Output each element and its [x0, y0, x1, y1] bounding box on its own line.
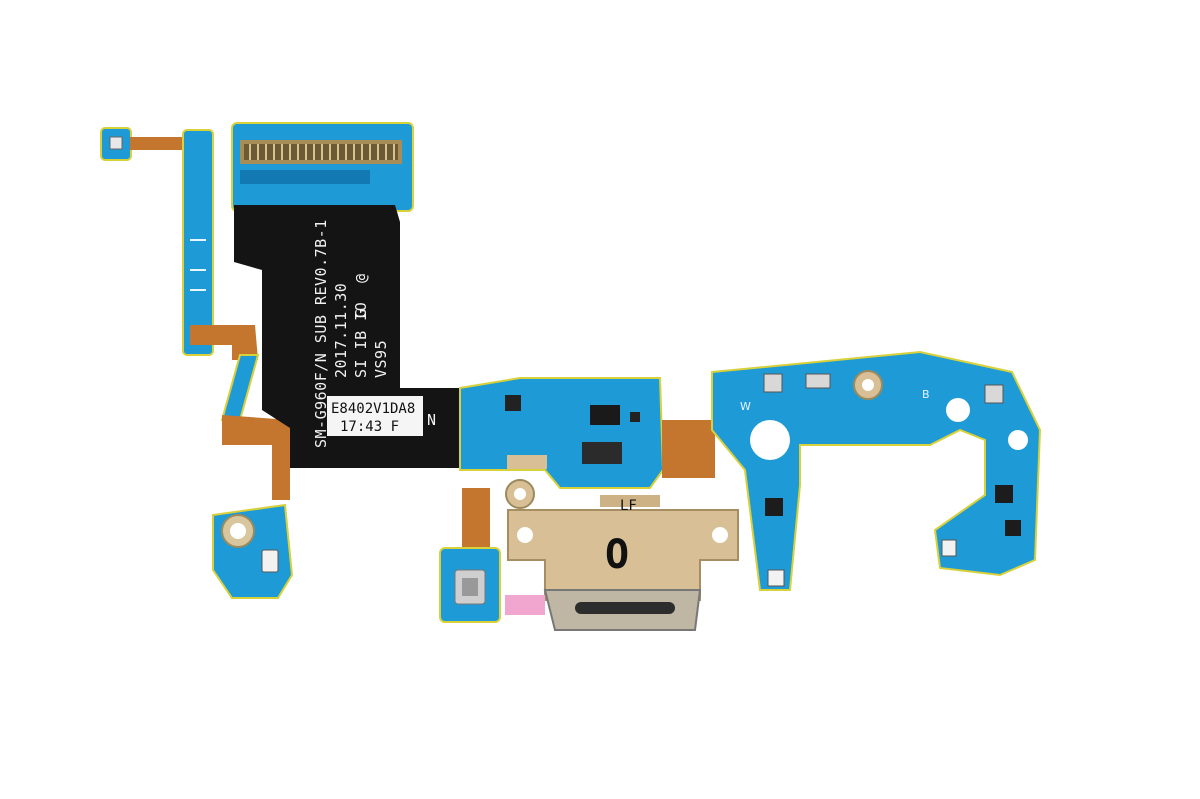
silkscreen-line3: SI IB IO: [352, 302, 370, 378]
microphone-pad: [439, 547, 501, 623]
connector-stamp: O: [605, 532, 629, 578]
sticker-line2: 17:43 F: [340, 419, 399, 435]
usb-c-connector: LF O: [507, 495, 739, 631]
silkscreen-line4: VS95: [372, 340, 390, 378]
serial-sticker: E8402V1DA8 17:43 F N: [327, 396, 437, 436]
right-antenna-board: W B: [711, 350, 1042, 591]
top-connector-board: [231, 122, 414, 212]
pink-tape: [505, 595, 545, 615]
silkscreen-line2: 2017.11.30: [332, 283, 350, 378]
copper-flex-right: [662, 420, 715, 478]
pcb-mark-b: B: [922, 388, 930, 401]
connector-small-mark: LF: [620, 498, 637, 514]
center-pcb: [459, 377, 665, 509]
silkscreen-line1: SM-G960F/N SUB REV0.7B-1: [312, 219, 330, 448]
copper-flex-mic: [462, 488, 490, 548]
silkscreen-circle-mark: @: [352, 273, 370, 283]
flex-silkscreen: SM-G960F/N SUB REV0.7B-1 2017.11.30 SI I…: [312, 219, 390, 448]
left-antenna-arm: [100, 127, 290, 500]
silkscreen-logo: G: [352, 308, 370, 318]
pcb-mark-w: W: [740, 400, 751, 413]
sticker-line1: E8402V1DA8: [331, 401, 415, 417]
sticker-suffix: N: [427, 411, 437, 429]
left-lower-pad: [212, 503, 294, 599]
